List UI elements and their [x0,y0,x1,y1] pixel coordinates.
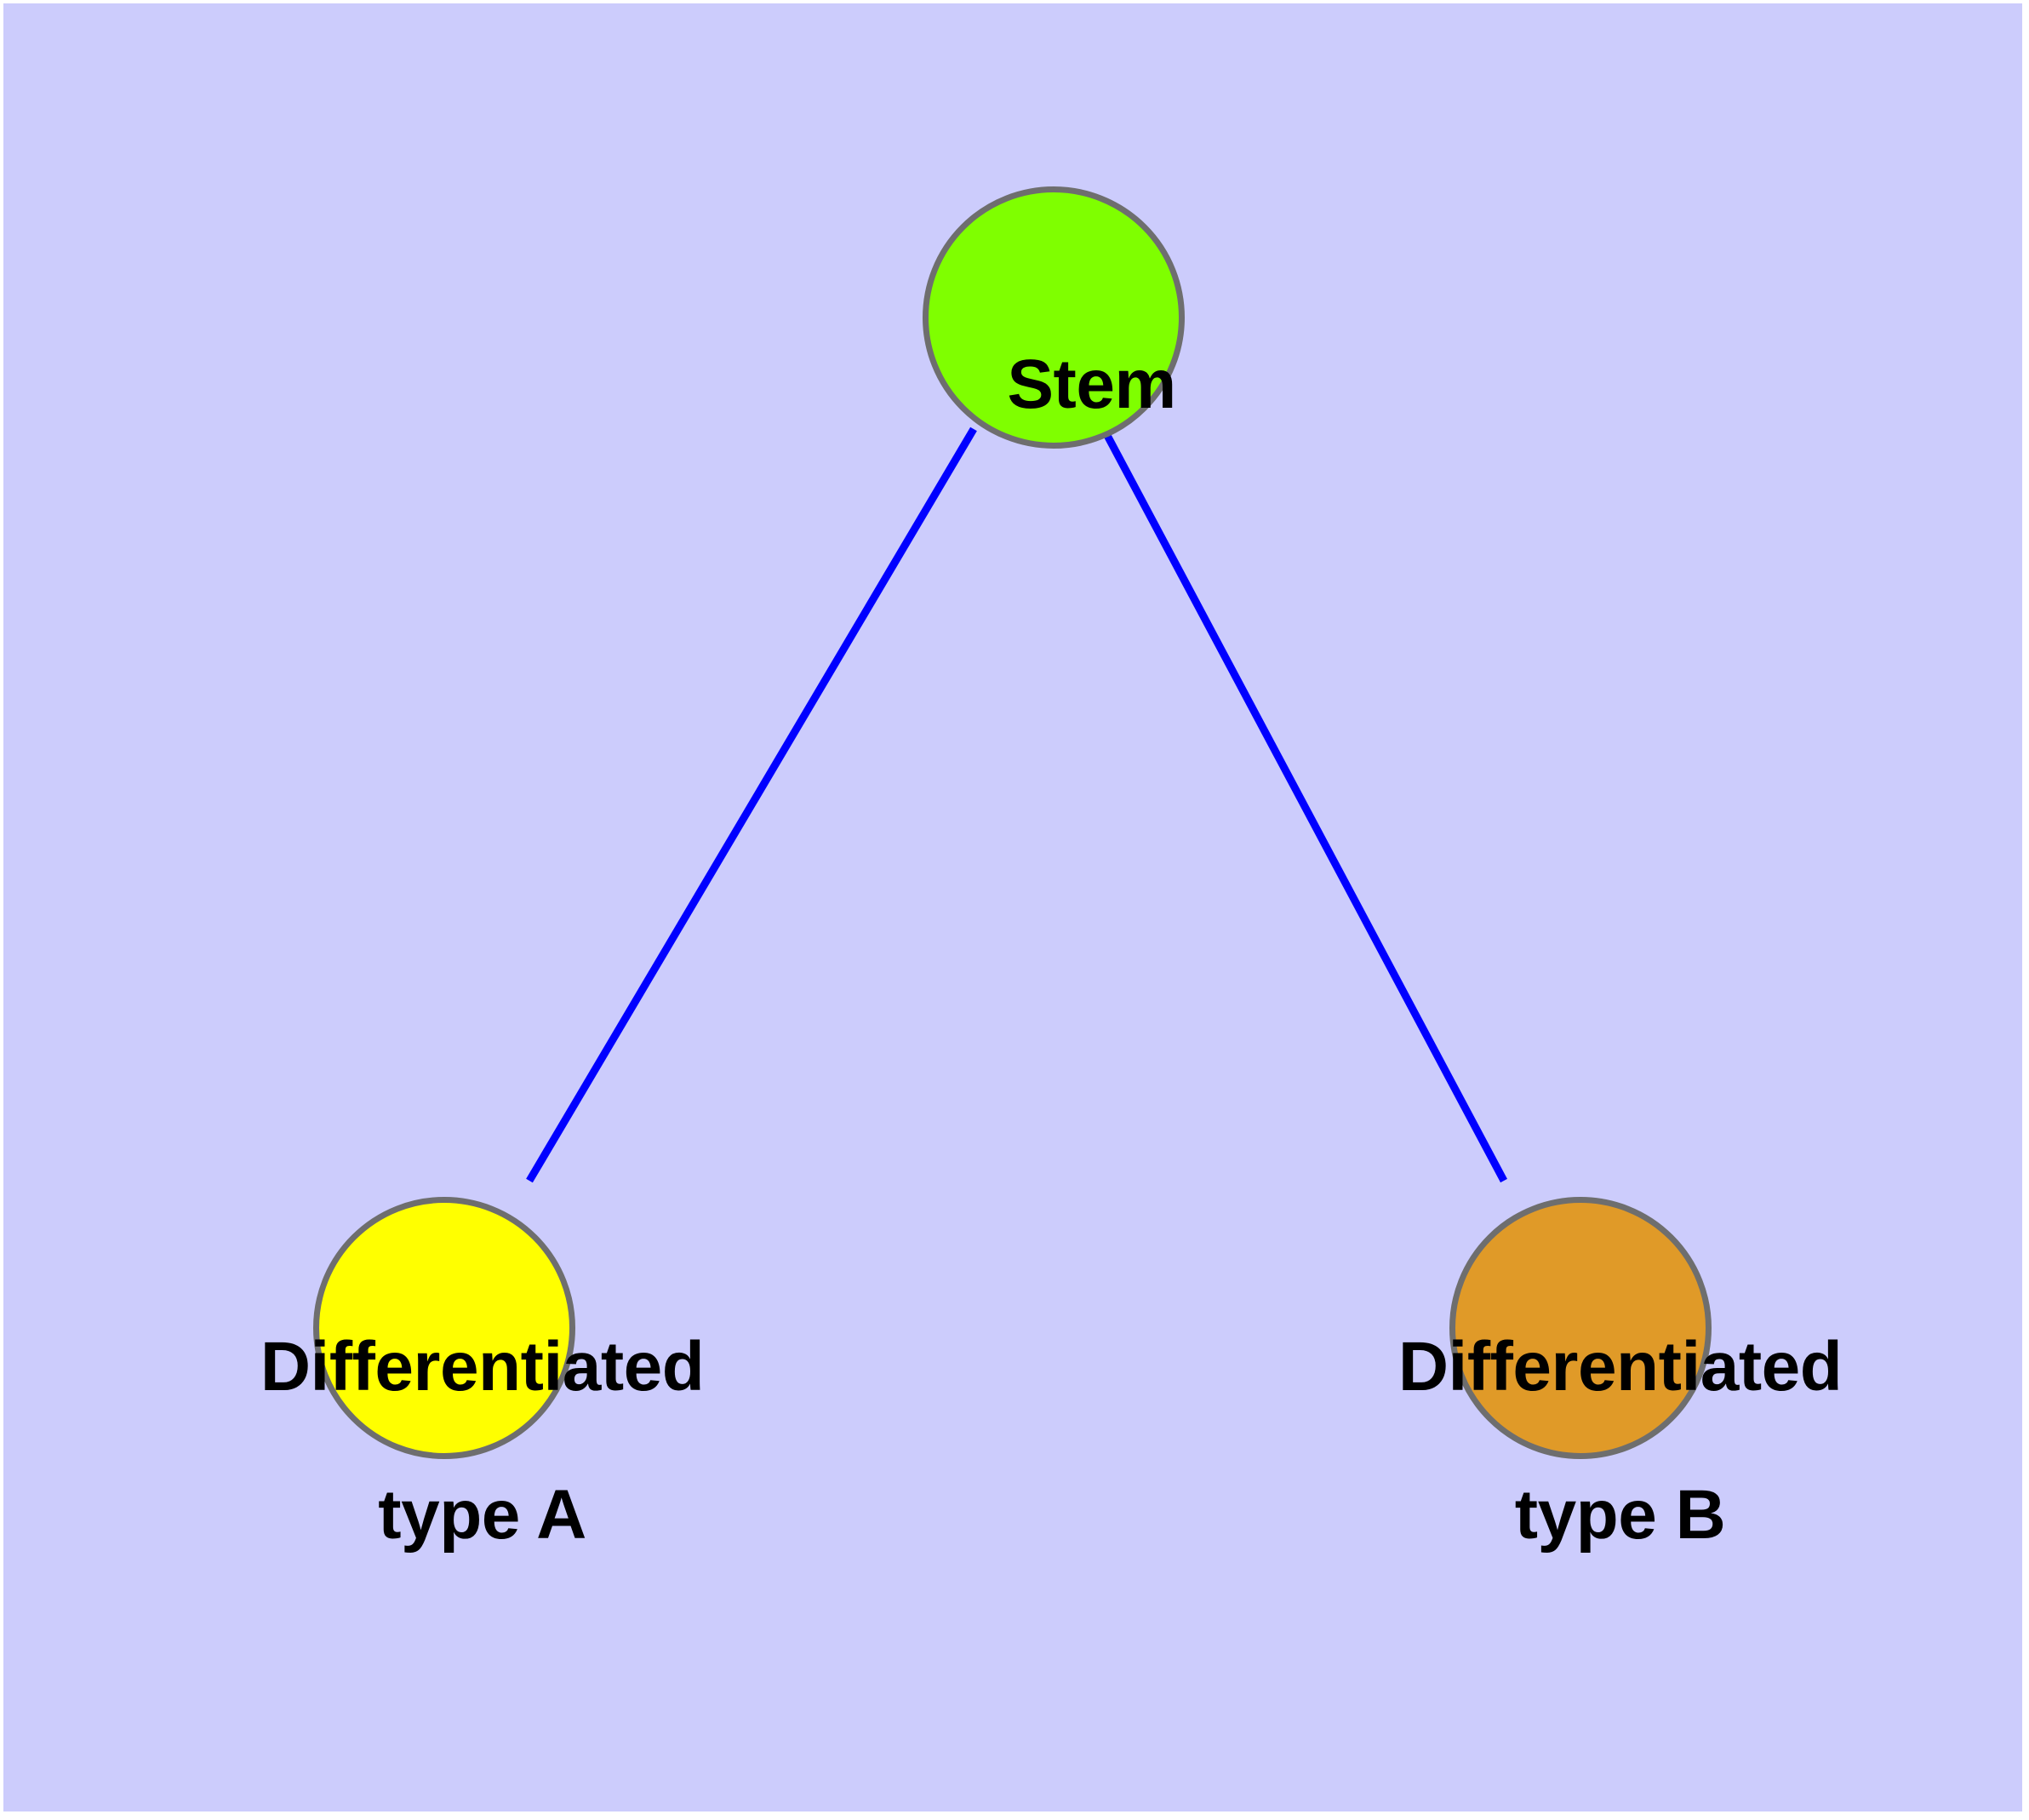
node-differentiated-type-b-label: Differentiated type B [1242,1256,1923,1627]
node-differentiated-type-b[interactable] [1449,1197,1712,1459]
node-stem[interactable] [923,186,1185,449]
node-differentiated-type-a[interactable] [313,1197,575,1459]
node-stem-label: Stem [923,274,1185,496]
node-differentiated-type-b-label-line2: type B [1514,1475,1726,1554]
node-differentiated-type-a-label: Differentiated type A [104,1256,785,1627]
node-stem-label-line1: Stem [1007,345,1176,423]
node-differentiated-type-a-label-line2: type A [378,1475,586,1554]
node-differentiated-type-a-label-line1: Differentiated [260,1327,705,1405]
node-differentiated-type-b-label-line1: Differentiated [1397,1327,1843,1405]
edge-stem-to-differentiated-a[interactable] [526,426,977,1183]
edge-layer [526,426,1507,1183]
edge-stem-to-differentiated-b[interactable] [1100,426,1507,1183]
graph-canvas: Stem Differentiated type A Differentiate… [3,3,2022,1811]
